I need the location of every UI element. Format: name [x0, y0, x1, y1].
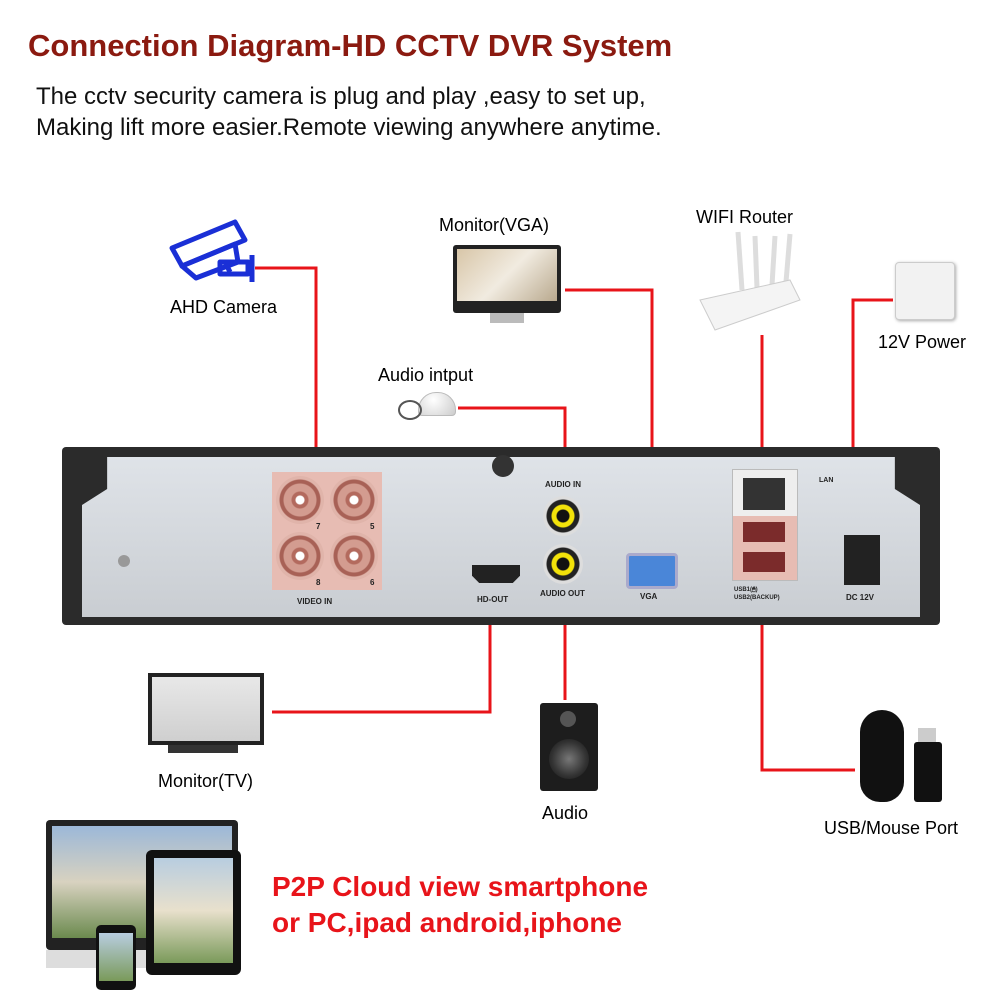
bnc-port[interactable]	[330, 476, 378, 524]
usb2-port[interactable]	[743, 552, 785, 572]
screw-icon	[492, 455, 514, 477]
channel-label: 8	[316, 578, 321, 587]
monitor-tv-label: Monitor(TV)	[158, 771, 254, 791]
microphone-icon	[418, 392, 456, 416]
tablet-icon	[146, 850, 241, 975]
dc-power-port[interactable]	[844, 535, 880, 585]
usb1-label: USB1(🖱)	[734, 587, 758, 593]
smartphone-icon	[96, 925, 136, 990]
ground-screw-icon	[118, 555, 130, 567]
audio-out-port-label: AUDIO OUT	[540, 589, 585, 598]
channel-label: 5	[370, 522, 375, 531]
monitor-vga-icon	[453, 245, 561, 313]
vga-label: VGA	[640, 592, 658, 601]
speaker-icon	[540, 703, 598, 791]
wire-camera	[255, 266, 318, 490]
power-outlet-icon	[895, 262, 955, 320]
lan-label: LAN	[819, 477, 834, 484]
monitor-stand	[490, 313, 524, 323]
subtitle-line-1: The cctv security camera is plug and pla…	[36, 83, 646, 110]
bnc-port[interactable]	[330, 532, 378, 580]
lan-usb-block	[732, 469, 798, 581]
monitor-tv-icon	[148, 673, 264, 745]
monitor-vga-label: Monitor(VGA)	[439, 215, 550, 235]
channel-label: 7	[316, 522, 321, 531]
usb-label: USB/Mouse Port	[824, 818, 959, 838]
page-title: Connection Diagram-HD CCTV DVR System	[28, 28, 673, 63]
mouse-icon	[860, 710, 904, 802]
audio-out-port[interactable]	[543, 544, 583, 584]
wire-hdmi	[272, 605, 492, 714]
audio-input-label: Audio intput	[378, 365, 474, 385]
video-in-label: VIDEO IN	[297, 597, 333, 606]
tv-stand	[168, 745, 238, 753]
audio-label: Audio	[542, 803, 589, 823]
power-label: 12V Power	[878, 332, 967, 352]
bnc-port[interactable]	[276, 532, 324, 580]
usb-drive-icon	[914, 742, 942, 802]
lan-port[interactable]	[743, 478, 785, 510]
hd-out-label: HD-OUT	[477, 595, 509, 604]
hdmi-port[interactable]	[472, 565, 520, 583]
vga-port[interactable]	[626, 553, 678, 589]
dvr-back-panel: 7 5 8 6 VIDEO IN HD-OUT AUDIO IN AUDIO O…	[62, 447, 940, 625]
subtitle-line-2: Making lift more easier.Remote viewing a…	[36, 114, 662, 141]
wire-usb	[760, 580, 855, 772]
channel-label: 6	[370, 578, 375, 587]
audio-in-port[interactable]	[543, 496, 583, 536]
video-in-ports[interactable]: 7 5 8 6	[272, 472, 382, 590]
bnc-port[interactable]	[276, 476, 324, 524]
usb1-port[interactable]	[743, 522, 785, 542]
microphone-cable	[398, 400, 422, 420]
usb2-label: USB2(BACKUP)	[734, 595, 780, 601]
p2p-line-1: P2P Cloud view smartphone	[272, 871, 649, 902]
audio-in-port-label: AUDIO IN	[545, 480, 581, 489]
router-label: WIFI Router	[696, 207, 794, 227]
dc-label: DC 12V	[846, 593, 875, 602]
p2p-line-2: or PC,ipad android,iphone	[272, 907, 622, 938]
camera-label: AHD Camera	[170, 297, 278, 317]
